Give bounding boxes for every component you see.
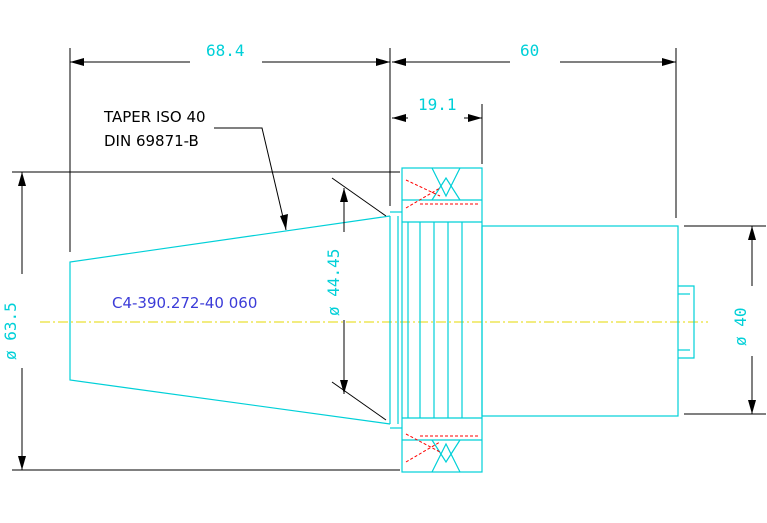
dimension-overall-taper-length (69, 48, 391, 252)
flange-outline (401, 167, 483, 473)
taper-note-line2: DIN 69871-B (104, 132, 199, 150)
part-number-label: C4-390.272-40 060 (112, 294, 257, 312)
dimension-gauge-diameter (331, 177, 387, 421)
dimension-shank-length (392, 48, 677, 218)
dimension-label-flange-width: 19.1 (418, 95, 457, 114)
dimension-label-flange-diameter: ø 63.5 (1, 302, 20, 360)
dimension-label-shank-length: 60 (520, 41, 539, 60)
dimension-flange-diameter (12, 171, 400, 471)
taper-note-line1: TAPER ISO 40 (103, 108, 206, 126)
hidden-lines (405, 179, 480, 463)
dimension-label-gauge-diameter: ø 44.45 (324, 249, 343, 316)
taper-note-leader (214, 127, 288, 231)
dimension-shank-diameter (684, 225, 766, 415)
dimension-flange-width (392, 104, 483, 164)
dimension-label-shank-diameter: ø 40 (731, 307, 750, 346)
taper-outline (69, 211, 402, 429)
dimension-label-overall-taper-length: 68.4 (206, 41, 245, 60)
shank-outline (481, 225, 695, 417)
